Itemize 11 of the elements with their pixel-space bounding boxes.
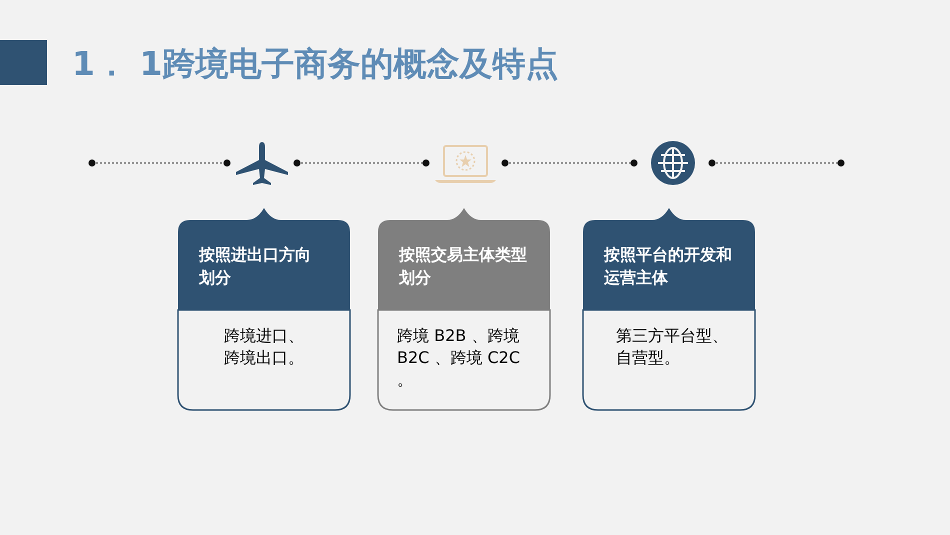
card-heading: 按照平台的开发和运营主体 <box>604 244 733 289</box>
card-heading: 按照进出口方向划分 <box>199 244 312 289</box>
dotted-connector <box>294 160 430 166</box>
dotted-connector <box>502 160 638 166</box>
card-heading: 按照交易主体类型划分 <box>399 244 528 289</box>
card-text: 跨境进口、跨境出口。 <box>224 325 305 369</box>
card-text: 第三方平台型、自营型。 <box>616 325 729 369</box>
dotted-connector <box>708 160 844 166</box>
slide-title: 1． 1跨境电子商务的概念及特点 <box>72 43 558 85</box>
dotted-connector <box>88 160 230 166</box>
card-text: 跨境 B2B 、跨境 B2C 、跨境 C2C 。 <box>397 325 522 391</box>
